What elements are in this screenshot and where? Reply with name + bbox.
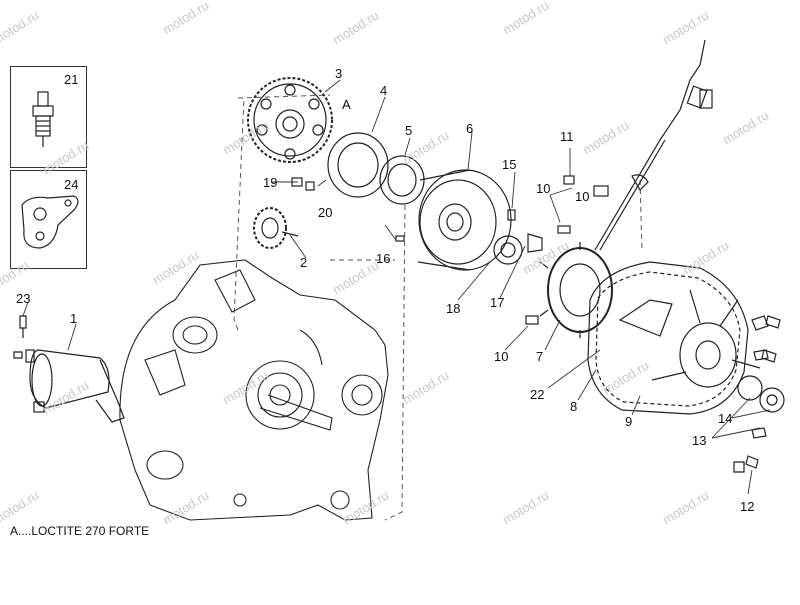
callout-label: 5	[405, 123, 413, 138]
gasket-4	[327, 132, 389, 198]
seal-cap-13-14	[737, 375, 785, 413]
spark-plug-box	[10, 66, 87, 168]
side-cover-8-9	[587, 261, 761, 415]
callout-label: 24	[64, 177, 79, 192]
callout-label: 12	[740, 499, 755, 514]
gear-3	[247, 77, 333, 163]
callout-label: 23	[16, 291, 31, 306]
callout-label: 8	[570, 399, 578, 414]
callout-label: 15	[502, 157, 517, 172]
spark-plug-21	[32, 91, 54, 147]
callout-label: 17	[490, 295, 505, 310]
flywheel-6	[417, 169, 512, 271]
callout-label: 20	[318, 205, 333, 220]
dashed-frames	[233, 94, 643, 521]
callout-label: 22	[530, 387, 545, 402]
bolts-23	[13, 315, 27, 359]
bracket-24	[21, 195, 79, 249]
callout-label: 1	[70, 311, 78, 326]
callout-label: 11	[560, 129, 574, 144]
wire-harness	[593, 39, 713, 197]
callout-label: A	[342, 97, 351, 112]
callout-label: 10	[536, 181, 551, 196]
callout-label: 7	[536, 349, 544, 364]
callout-label: 14	[718, 411, 733, 426]
callout-label: 6	[466, 121, 474, 136]
engine-crankcase-left	[119, 259, 389, 521]
callout-label: 19	[263, 175, 278, 190]
stator-7	[539, 109, 681, 338]
gear-2	[253, 207, 299, 249]
starter-motor-1	[25, 349, 125, 423]
bearing-5	[379, 155, 425, 205]
callout-label: 16	[376, 251, 391, 266]
loctite-note: A....LOCTITE 270 FORTE	[10, 524, 150, 538]
callout-label: 4	[380, 83, 388, 98]
bracket-box	[10, 170, 87, 269]
callout-label: 9	[625, 414, 633, 429]
callout-label: 21	[64, 72, 79, 87]
callout-label: 2	[300, 255, 308, 270]
callout-label: 13	[692, 433, 707, 448]
bolts-right	[733, 315, 781, 473]
callout-label: 10	[494, 349, 509, 364]
callout-label: 10	[575, 189, 590, 204]
leader-lines	[22, 79, 771, 495]
small-parts	[291, 175, 575, 325]
callout-label: 18	[446, 301, 461, 316]
callout-label: 3	[335, 66, 343, 81]
